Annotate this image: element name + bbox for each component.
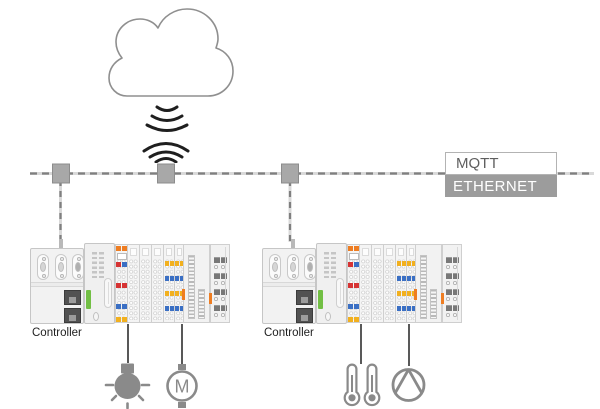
end-terminal-block <box>214 273 227 286</box>
bus-node <box>157 163 175 184</box>
pump-icon <box>391 368 426 402</box>
ethernet-port-icon <box>296 308 313 323</box>
bus-connector-stub <box>291 239 295 249</box>
end-terminal-block <box>214 305 227 318</box>
end-terminal-block <box>446 257 459 270</box>
plc-controller: Controller <box>30 239 230 339</box>
light-bulb-icon <box>104 363 151 409</box>
dsub-connector-icon <box>269 254 281 280</box>
end-terminal-block <box>214 289 227 302</box>
end-terminal-block <box>446 305 459 318</box>
terminal-strip <box>188 255 195 319</box>
orange-clip <box>441 293 444 304</box>
wago-logo <box>318 290 323 309</box>
status-leds <box>331 252 336 278</box>
release-lever <box>336 278 344 308</box>
end-terminal-block <box>446 273 459 286</box>
io-module <box>383 244 395 323</box>
release-lever <box>104 278 112 308</box>
dsub-connector-icon <box>72 254 84 280</box>
reset-button <box>325 312 331 321</box>
ethernet-label-box: ETHERNET <box>445 175 557 197</box>
thermometer-icons <box>343 363 381 407</box>
dsub-connector-icon <box>304 254 316 280</box>
output-wires <box>127 324 410 366</box>
dsub-connector-icon <box>37 254 49 280</box>
controller-head-module <box>30 248 84 324</box>
end-module <box>209 244 230 323</box>
io-module <box>359 244 371 323</box>
io-module <box>151 244 163 323</box>
connector-module <box>414 244 442 323</box>
io-module <box>127 244 139 323</box>
status-leds <box>324 252 329 278</box>
ethernet-port-icon <box>64 290 81 305</box>
ethernet-port-icon <box>296 290 313 305</box>
bus-node <box>52 163 70 184</box>
end-terminal-block <box>446 289 459 302</box>
end-terminal-block <box>214 257 227 270</box>
dsub-connector-icon <box>55 254 67 280</box>
cloud-icon <box>108 8 234 97</box>
mqtt-label: MQTT <box>456 155 499 172</box>
motor-icon: M <box>166 364 198 408</box>
orange-clip <box>182 289 185 300</box>
mqtt-label-box: MQTT <box>445 152 557 175</box>
head-groove <box>263 282 315 287</box>
wago-logo <box>86 290 91 309</box>
head-groove <box>31 282 83 287</box>
io-module <box>163 244 174 323</box>
io-module <box>139 244 151 323</box>
io-module-row <box>347 244 417 323</box>
end-module <box>441 244 462 323</box>
bus-node <box>281 163 299 184</box>
io-module <box>371 244 383 323</box>
terminal-strip <box>198 289 205 319</box>
controller-cpu-module <box>316 243 347 324</box>
ethernet-label: ETHERNET <box>453 177 538 195</box>
wifi-signal-up-icon <box>142 142 190 163</box>
status-leds <box>99 252 104 278</box>
thermometer-icon <box>343 363 361 407</box>
terminal-strip <box>430 289 437 319</box>
io-module <box>395 244 406 323</box>
controller-head-module <box>262 248 316 324</box>
dsub-connector-icon <box>287 254 299 280</box>
orange-clip <box>209 293 212 304</box>
controller-label: Controller <box>32 327 82 339</box>
status-leds <box>92 252 97 278</box>
thermometer-icon <box>363 363 381 407</box>
io-module <box>115 244 127 323</box>
terminal-strip <box>420 255 427 319</box>
orange-clip <box>414 289 417 300</box>
reset-button <box>93 312 99 321</box>
io-module-row <box>115 244 185 323</box>
connector-module <box>182 244 210 323</box>
controller-cpu-module <box>84 243 115 324</box>
wifi-signal-down-icon <box>145 105 189 132</box>
controller-label: Controller <box>264 327 314 339</box>
ethernet-port-icon <box>64 308 81 323</box>
motor-letter: M <box>175 377 190 397</box>
bus-connector-stub <box>59 239 63 249</box>
plc-controller: Controller <box>262 239 462 339</box>
io-module <box>347 244 359 323</box>
